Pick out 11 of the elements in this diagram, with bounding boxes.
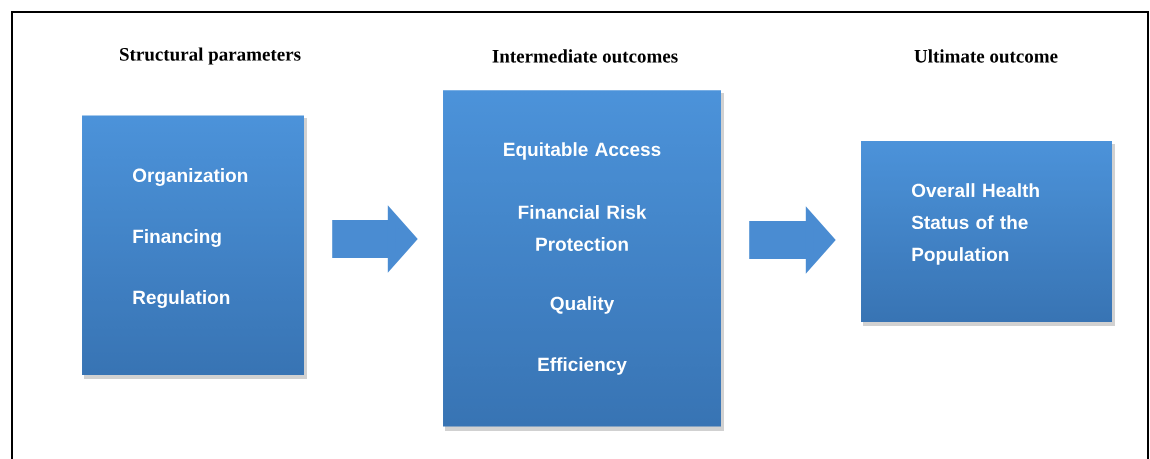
item-text: Financing (133, 229, 221, 247)
item-text: Efficiency (538, 357, 627, 375)
column-heading: Intermediate outcomes (492, 49, 678, 63)
item-text: Overall Health Status of the Population (911, 183, 1039, 265)
item-text: Quality (550, 296, 615, 314)
item-text: Equitable Access (504, 142, 661, 160)
item-text: Regulation (133, 290, 230, 308)
column-heading: Ultimate outcome (914, 49, 1058, 63)
item-text: Financial Risk Protection (518, 205, 647, 251)
item-text: Organization (133, 168, 248, 186)
column-heading: Structural parameters (120, 47, 301, 65)
